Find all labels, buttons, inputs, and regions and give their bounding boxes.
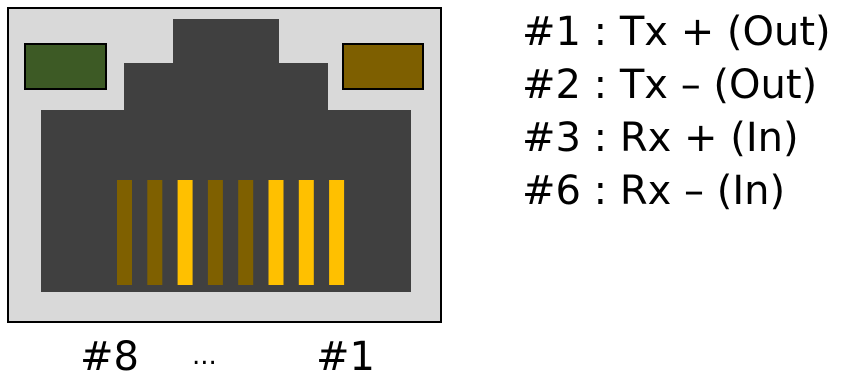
- rj45-jack: #8 ... #1: [7, 7, 442, 380]
- pinout-legend: #1 : Tx + (Out) #2 : Tx – (Out) #3 : Rx …: [522, 6, 831, 218]
- pin-label-1: #1: [316, 334, 375, 380]
- pin-8: [117, 180, 132, 285]
- pin-label-ellipsis: ...: [192, 341, 217, 371]
- pin-3: [268, 180, 284, 285]
- jack-cavity: [41, 19, 411, 292]
- right-led: [342, 43, 424, 90]
- pinout-line-2: #2 : Tx – (Out): [522, 62, 818, 108]
- pin-4: [238, 180, 254, 285]
- pin-contacts: [117, 180, 345, 285]
- pin-2: [298, 180, 314, 285]
- pin-5: [207, 180, 223, 285]
- pinout-line-3: #3 : Rx + (In): [522, 115, 799, 161]
- pin-1: [329, 180, 345, 285]
- pinout-line-1: #1 : Tx + (Out): [522, 9, 831, 55]
- pin-label-8: #8: [80, 334, 139, 380]
- pinout-line-4: #6 : Rx – (In): [522, 168, 786, 214]
- left-led: [24, 43, 107, 90]
- pin-6: [177, 180, 193, 285]
- pin-7: [147, 180, 163, 285]
